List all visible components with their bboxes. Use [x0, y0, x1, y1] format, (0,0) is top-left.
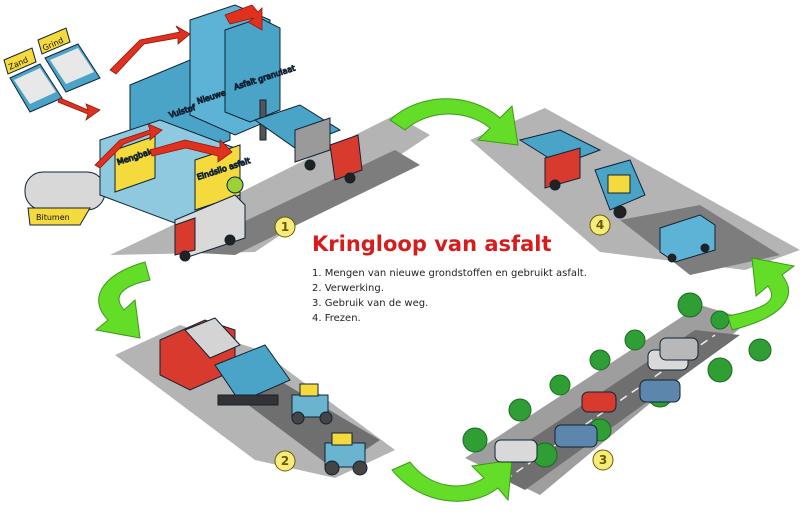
marker-3: 3: [592, 449, 614, 471]
car-1: [494, 439, 538, 463]
road-roller-2: [324, 432, 368, 476]
cycle-arrow-top: [389, 98, 519, 146]
svg-text:2: 2: [281, 454, 289, 468]
sand-bin: Zand: [3, 47, 63, 113]
marker-1: 1: [274, 216, 296, 238]
label-bitumen: Bitumen: [36, 213, 70, 222]
car-4: [639, 379, 681, 403]
step-item: 3. Gebruik van de weg.: [312, 298, 429, 309]
car-6: [659, 337, 699, 361]
car-3: [581, 391, 617, 413]
cycle-arrow-left: [94, 261, 151, 339]
gravel-bin: Grind: [37, 27, 101, 93]
marker-4: 4: [589, 214, 611, 236]
step-item: 2. Verwerking.: [312, 283, 384, 294]
paving-machine: [159, 317, 291, 406]
cycle-arrow-bottom: [391, 459, 513, 502]
svg-text:4: 4: [596, 218, 604, 232]
cycle-arrows: [94, 98, 796, 502]
milling-machine: [518, 129, 646, 219]
marker-2: 2: [274, 450, 296, 472]
car-2: [554, 424, 598, 448]
step-item: 4. Frezen.: [312, 313, 361, 324]
truck-plant: [174, 194, 246, 262]
van-site: [659, 214, 716, 263]
cycle-arrow-right: [727, 257, 796, 331]
svg-text:1: 1: [281, 220, 289, 234]
road-roller-1: [291, 383, 333, 425]
step-item: 1. Mengen van nieuwe grondstoffen en geb…: [312, 268, 587, 279]
cars: [494, 337, 699, 463]
feed-arrows: [57, 4, 263, 169]
truck-granulate: [253, 104, 363, 184]
steps-list: 1. Mengen van nieuwe grondstoffen en geb…: [312, 266, 587, 326]
svg-text:3: 3: [599, 453, 607, 467]
bitumen-tank: Bitumen: [24, 171, 106, 226]
diagram-title: Kringloop van asfalt: [312, 232, 552, 256]
tree-row: [462, 292, 772, 468]
